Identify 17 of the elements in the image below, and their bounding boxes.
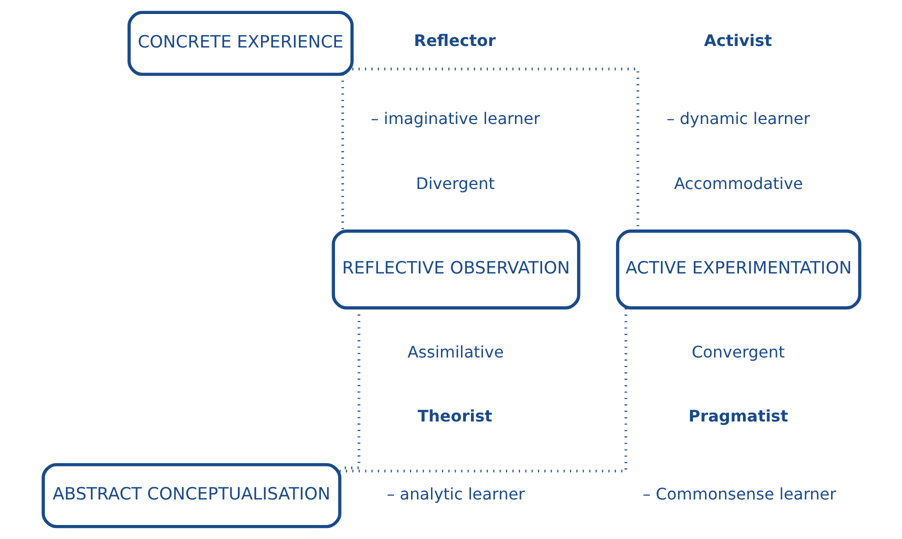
label: Activist — [704, 31, 772, 50]
label: Accommodative — [674, 174, 803, 193]
label: – Commonsense learner — [642, 484, 836, 504]
label: Pragmatist — [688, 406, 788, 426]
connector — [339, 308, 627, 472]
label: – dynamic learner — [666, 108, 810, 128]
label: Theorist — [417, 406, 492, 426]
label: – imaginative learner — [370, 108, 540, 128]
label: Assimilative — [407, 342, 504, 362]
label: Convergent — [691, 342, 784, 362]
node-box: CONCRETE EXPERIENCE — [127, 10, 354, 76]
label: – analytic learner — [386, 484, 524, 504]
label: Divergent — [416, 174, 494, 193]
label: Reflector — [413, 31, 496, 50]
node-box: ABSTRACT CONCEPTUALISATION — [41, 463, 341, 528]
node-box: REFLECTIVE OBSERVATION — [331, 230, 580, 310]
node-box: ACTIVE EXPERIMENTATION — [616, 230, 861, 310]
